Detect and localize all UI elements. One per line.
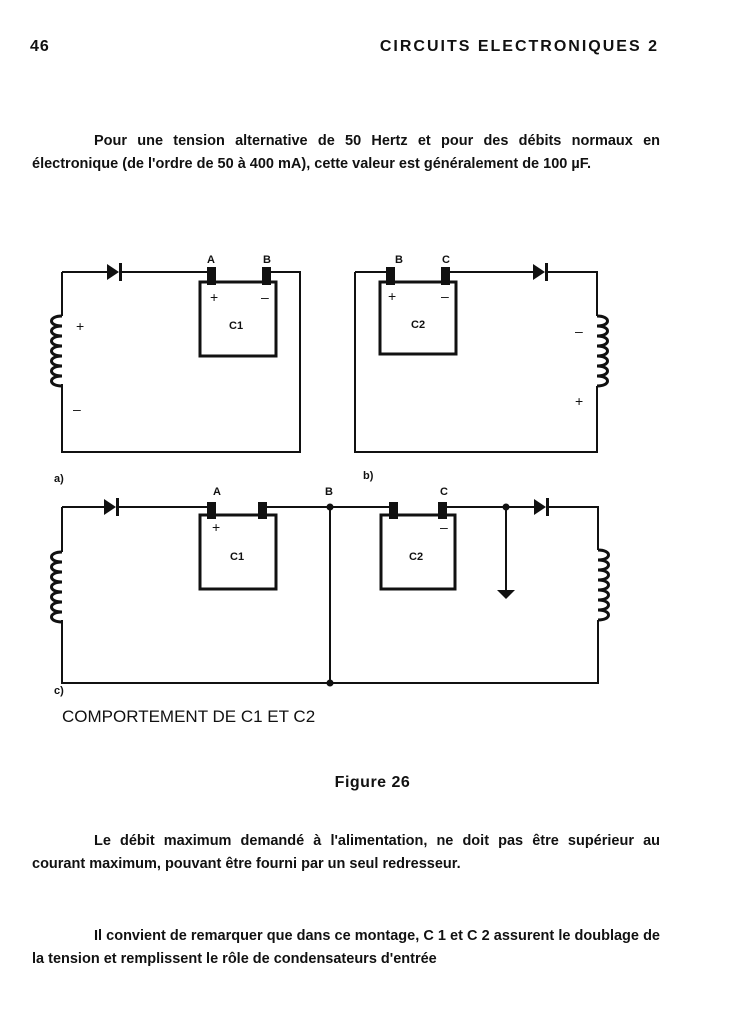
- c1-plus-sign: +: [210, 289, 218, 305]
- circuit-c: [61, 502, 599, 684]
- figure-title: Figure 26: [334, 774, 411, 791]
- inductor-b: [595, 314, 609, 388]
- circuit-a: [61, 267, 301, 453]
- coil-a-minus: –: [73, 401, 81, 417]
- inductor-a: [50, 314, 64, 388]
- panel-a-label: a): [54, 473, 64, 485]
- running-title: CIRCUITS ELECTRONIQUES 2: [379, 38, 659, 55]
- coil-b-plus: +: [575, 393, 583, 409]
- circuit-b: [354, 267, 598, 453]
- diode-c-right: [534, 498, 549, 516]
- terminal-b-label-c: B: [325, 486, 333, 498]
- terminal-a-label: A: [207, 254, 215, 266]
- paragraph-2: Le débit maximum demandé à l'alimentatio…: [32, 833, 660, 872]
- cap-c2-label-c: C2: [409, 551, 423, 563]
- c2c-minus-sign: –: [440, 519, 448, 535]
- figure-caption: COMPORTEMENT DE C1 ET C2: [62, 707, 316, 726]
- paragraph-1: Pour une tension alternative de 50 Hertz…: [32, 133, 660, 172]
- c2-plus-sign: +: [388, 288, 396, 304]
- c1c-plus-sign: +: [212, 519, 220, 535]
- coil-a-plus: +: [76, 318, 84, 334]
- diode-a: [107, 263, 122, 281]
- circuit-figure: A B B C A B C C1 C2 C1 C2 a) b) c) + – +…: [50, 254, 610, 697]
- terminal-b-label-2: B: [395, 254, 403, 266]
- diode-b: [533, 263, 548, 281]
- inductor-c-left: [50, 550, 64, 624]
- terminal-b-label: B: [263, 254, 271, 266]
- terminal-c-label: C: [442, 254, 450, 266]
- ground-symbol: [497, 590, 515, 599]
- coil-b-minus: –: [575, 323, 583, 339]
- junction-dots: [326, 503, 510, 687]
- diode-c-left: [104, 498, 119, 516]
- inductor-c-right: [596, 548, 610, 622]
- panel-b-label: b): [363, 470, 374, 482]
- c2-minus-sign: –: [441, 288, 449, 304]
- page-number: 46: [30, 38, 50, 55]
- cap-c1-label-c: C1: [230, 551, 244, 563]
- terminal-a-label-c: A: [213, 486, 221, 498]
- c1-minus-sign: –: [261, 289, 269, 305]
- cap-c1-label-a: C1: [229, 320, 243, 332]
- panel-c-label: c): [54, 685, 64, 697]
- cap-c2-label-b: C2: [411, 319, 425, 331]
- paragraph-3: Il convient de remarquer que dans ce mon…: [32, 928, 660, 967]
- terminal-c-label-c: C: [440, 486, 448, 498]
